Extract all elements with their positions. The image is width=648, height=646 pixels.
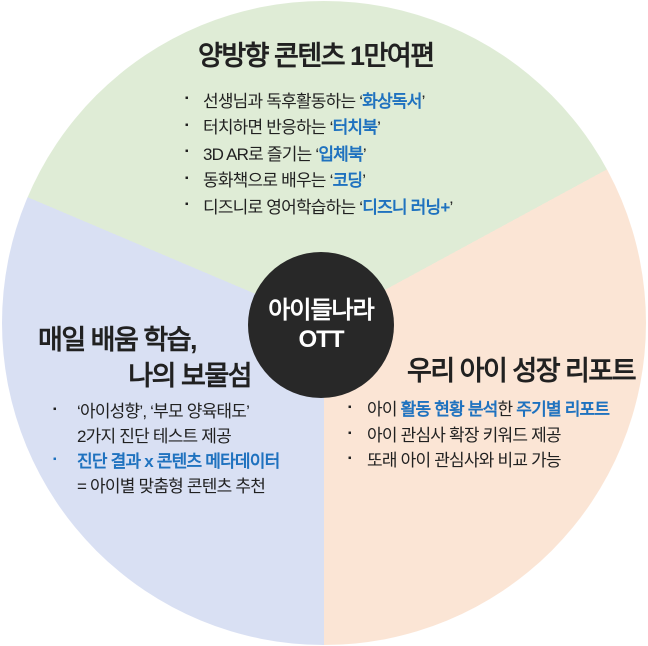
center-brand-name: 아이들나라 <box>268 297 374 324</box>
list-item: ▪ 아이 관심사 확장 키워드 제공 <box>348 421 609 447</box>
bullet-text: 2가지 진단 테스트 제공 <box>77 427 232 446</box>
list-item: = 아이별 맞춤형 콘텐츠 추천 <box>53 472 279 497</box>
bullet-square-icon: ▪ <box>348 427 352 439</box>
bullet-square-icon: ▪ <box>348 453 352 464</box>
bullet-square-icon: ▪ <box>185 119 189 131</box>
center-brand-circle: 아이들나라 OTT <box>248 252 394 398</box>
list-item: ▪ ‘아이성향’, ‘부모 양육태도’ <box>53 397 279 422</box>
bullet-text: ‘아이성향’, ‘부모 양육태도’ <box>77 402 250 421</box>
list-item: ▪ 선생님과 독후활동하는 ‘화상독서’ <box>185 86 452 113</box>
top-section-bullet-list: ▪ 선생님과 독후활동하는 ‘화상독서’ ▪ 터치하면 반응하는 ‘터치북’ ▪ 3D A… <box>185 86 453 219</box>
bullet-text: 선생님과 독후활동하는 ‘화상독서’ <box>203 91 425 111</box>
list-item: ▪ 디즈니로 영어학습하는 ‘디즈니 러닝+’ <box>185 192 453 219</box>
bullet-square-icon: ▪ <box>348 402 352 413</box>
bullet-text: 또래 아이 관심사와 비교 가능 <box>367 451 562 471</box>
bullet-square-icon: ▪ <box>185 93 189 104</box>
list-item: ▪ 동화책으로 배우는 ‘코딩’ <box>185 166 452 193</box>
list-item: ▪ 터치하면 반응하는 ‘터치북’ <box>185 113 452 140</box>
left-title-line2: 나의 보물섬 <box>128 361 252 391</box>
bullet-square-icon: ▪ <box>185 146 189 157</box>
list-item: ▪ 3D AR로 즐기는 ‘입체북’ <box>185 139 452 166</box>
left-title-line1: 매일 배움 학습, <box>38 325 198 355</box>
bullet-text: 진단 결과 x 콘텐츠 메타데이터 <box>77 452 280 471</box>
section-title-interactive-content: 양방향 콘텐츠 1만여편 <box>198 41 435 71</box>
bullet-text: 동화책으로 배우는 ‘코딩’ <box>203 171 366 191</box>
bullet-square-icon: ▪ <box>185 172 189 184</box>
bullet-text: = 아이별 맞춤형 콘텐츠 추천 <box>77 477 266 496</box>
bullet-text: 디즈니로 영어학습하는 ‘디즈니 러닝+’ <box>203 197 453 217</box>
section-title-daily-learning: 매일 배움 학습, 나의 보물섬 <box>38 322 253 394</box>
bullet-text: 터치하면 반응하는 ‘터치북’ <box>203 118 381 138</box>
bullet-text: 3D AR로 즐기는 ‘입체북’ <box>203 144 367 164</box>
list-item: 2가지 진단 테스트 제공 <box>53 422 279 447</box>
left-section-bullet-list: ▪ ‘아이성향’, ‘부모 양육태도’ 2가지 진단 테스트 제공 ▪ 진단 결과 x … <box>53 397 280 497</box>
bullet-square-icon: ▪ <box>185 199 189 210</box>
bullet-text: 아이 관심사 확장 키워드 제공 <box>367 425 562 445</box>
bullet-text: 아이 활동 현황 분석한 주기별 리포트 <box>367 400 610 420</box>
bullet-square-icon: ▪ <box>53 404 57 415</box>
section-title-growth-report: 우리 아이 성장 리포트 <box>407 356 637 386</box>
list-item: ▪ 진단 결과 x 콘텐츠 메타데이터 <box>53 447 280 472</box>
right-section-bullet-list: ▪ 아이 활동 현황 분석한 주기별 리포트 ▪ 아이 관심사 확장 키워드 제공 ▪ 또… <box>348 395 610 472</box>
center-brand-subtitle: OTT <box>298 326 345 353</box>
list-item: ▪ 아이 활동 현황 분석한 주기별 리포트 <box>348 395 610 421</box>
list-item: ▪ 또래 아이 관심사와 비교 가능 <box>348 446 609 472</box>
bullet-square-icon: ▪ <box>53 454 57 465</box>
